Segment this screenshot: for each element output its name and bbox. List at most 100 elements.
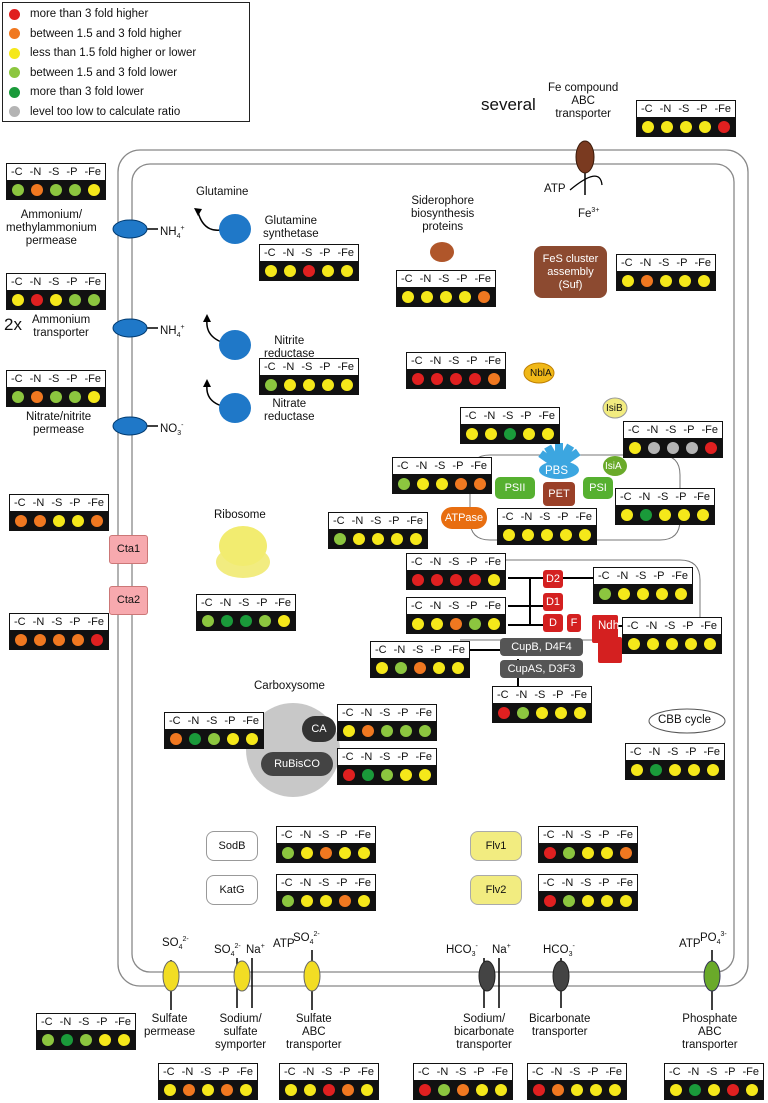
ratio-dot-yellow bbox=[745, 1083, 758, 1096]
nbla-shape bbox=[523, 362, 555, 384]
condition-label: -C bbox=[465, 410, 477, 422]
ratio-dot-yellow bbox=[559, 528, 572, 541]
condition-label: -S bbox=[534, 689, 546, 701]
ratio-table-bar bbox=[594, 584, 692, 603]
condition-label: -S bbox=[569, 1066, 581, 1078]
ratio-dot-yellow bbox=[319, 894, 332, 907]
ratio-dot-yellow bbox=[466, 427, 479, 440]
legend-item: more than 3 fold lower bbox=[9, 82, 144, 102]
ratio-dot-red bbox=[90, 633, 103, 646]
condition-label: -N bbox=[483, 410, 496, 422]
condition-label: -C bbox=[342, 751, 354, 763]
ratio-dot-yellow bbox=[285, 1083, 298, 1096]
condition-label: -N bbox=[282, 361, 295, 373]
ratio-dot-yellow bbox=[703, 637, 716, 650]
condition-label: -N bbox=[32, 497, 45, 509]
condition-label: -N bbox=[219, 597, 232, 609]
ratio-table-header: -C-N-S-P-Fe bbox=[617, 255, 715, 271]
ratio-dot-yellow bbox=[621, 508, 634, 521]
sodb: SodB bbox=[206, 831, 258, 861]
label-nh4-1: NH4+ bbox=[160, 225, 185, 241]
ratio-table-sulfate-abc: -C-N-S-P-Fe bbox=[279, 1063, 379, 1100]
condition-label: -N bbox=[415, 460, 428, 472]
condition-label: -C bbox=[264, 247, 276, 259]
atpase: ATPase bbox=[441, 507, 487, 529]
pbs-antenna bbox=[538, 443, 581, 479]
ratio-dot-lightgreen bbox=[563, 846, 576, 859]
legend-dot bbox=[9, 67, 20, 78]
condition-label: -Fe bbox=[354, 829, 371, 841]
condition-label: -Fe bbox=[701, 424, 718, 436]
ratio-dot-yellow bbox=[668, 763, 681, 776]
condition-label: -C bbox=[502, 511, 514, 523]
ratio-table-flv2: -C-N-S-P-Fe bbox=[538, 874, 638, 911]
ratio-table-psii: -C-N-S-P-Fe bbox=[392, 457, 492, 494]
ratio-table-nitrite-reductase: -C-N-S-P-Fe bbox=[259, 358, 359, 395]
label-atp-phosphate: ATP bbox=[679, 938, 701, 950]
label-ribosome: Ribosome bbox=[214, 509, 266, 521]
ratio-table-header: -C-N-S-P-Fe bbox=[461, 408, 559, 424]
condition-label: -S bbox=[48, 373, 60, 385]
ratio-table-cta1: -C-N-S-P-Fe bbox=[9, 494, 109, 531]
ratio-dot-yellow bbox=[284, 264, 297, 277]
condition-label: -C bbox=[598, 570, 610, 582]
condition-label: -N bbox=[638, 491, 651, 503]
ratio-dot-green bbox=[221, 614, 234, 627]
ratio-dot-yellow bbox=[432, 661, 445, 674]
ratio-table-bar bbox=[528, 1080, 626, 1099]
condition-label: -S bbox=[48, 276, 60, 288]
condition-label: -P bbox=[676, 257, 688, 269]
cta1: Cta1 bbox=[109, 535, 148, 564]
condition-label: -Fe bbox=[474, 273, 491, 285]
condition-label: -C bbox=[41, 1016, 53, 1028]
nitrite-reductase-shape bbox=[219, 330, 251, 360]
ratio-dot-orange bbox=[338, 894, 351, 907]
condition-label: -S bbox=[321, 1066, 333, 1078]
ratio-table-carboxysome: -C-N-S-P-Fe bbox=[164, 712, 264, 749]
condition-label: -Fe bbox=[357, 1066, 374, 1078]
condition-label: -N bbox=[639, 257, 652, 269]
condition-label: -C bbox=[333, 515, 345, 527]
carbonic-anhydrase: CA bbox=[302, 716, 336, 742]
ratio-table-bar bbox=[338, 721, 436, 740]
condition-label: -Fe bbox=[84, 276, 101, 288]
ratio-dot-red bbox=[343, 768, 356, 781]
phosphate-abc-transporter bbox=[703, 960, 721, 992]
condition-label: -P bbox=[319, 247, 331, 259]
ratio-table-bar bbox=[407, 369, 505, 388]
ratio-dot-yellow bbox=[573, 706, 586, 719]
condition-label: -S bbox=[678, 103, 690, 115]
condition-label: -N bbox=[360, 707, 373, 719]
condition-label: -S bbox=[635, 570, 647, 582]
ratio-table-header: -C-N-S-P-Fe bbox=[7, 274, 105, 290]
ratio-dot-yellow bbox=[353, 532, 366, 545]
ratio-dot-orange bbox=[454, 477, 467, 490]
ratio-dot-yellow bbox=[707, 1083, 720, 1096]
condition-label: -C bbox=[397, 460, 409, 472]
ratio-dot-lightgreen bbox=[563, 894, 576, 907]
ratio-table-header: -C-N-S-P-Fe bbox=[277, 875, 375, 891]
ratio-dot-yellow bbox=[304, 1083, 317, 1096]
condition-label: -P bbox=[520, 410, 532, 422]
condition-label: -S bbox=[455, 1066, 467, 1078]
ratio-dot-yellow bbox=[698, 120, 711, 133]
condition-label: -P bbox=[587, 1066, 599, 1078]
ratio-dot-red bbox=[533, 1083, 546, 1096]
ratio-dot-yellow bbox=[600, 894, 613, 907]
ratio-dot-lightgreen bbox=[49, 183, 62, 196]
nitrate-nitrite-permease bbox=[112, 416, 148, 436]
cupas-d3f3: CupAS, D3F3 bbox=[500, 660, 583, 678]
ratio-table-fe-abc: -C-N-S-P-Fe bbox=[636, 100, 736, 137]
condition-label: -Fe bbox=[484, 556, 501, 568]
ratio-dot-yellow bbox=[87, 390, 100, 403]
label-sodium-bicarbonate: Sodium/ bicarbonate transporter bbox=[454, 1013, 515, 1051]
ratio-table-header: -C-N-S-P-Fe bbox=[414, 1064, 512, 1080]
ratio-dot-yellow bbox=[706, 763, 719, 776]
label-cbb: CBB cycle bbox=[658, 714, 712, 726]
ratio-table-d: -C-N-S-P-Fe bbox=[406, 597, 506, 634]
condition-label: -N bbox=[29, 276, 42, 288]
label-atp-fe: ATP bbox=[544, 183, 566, 195]
ratio-table-bar bbox=[414, 1080, 512, 1099]
ratio-dot-red bbox=[468, 573, 481, 586]
ratio-table-atpase: -C-N-S-P-Fe bbox=[328, 512, 428, 549]
